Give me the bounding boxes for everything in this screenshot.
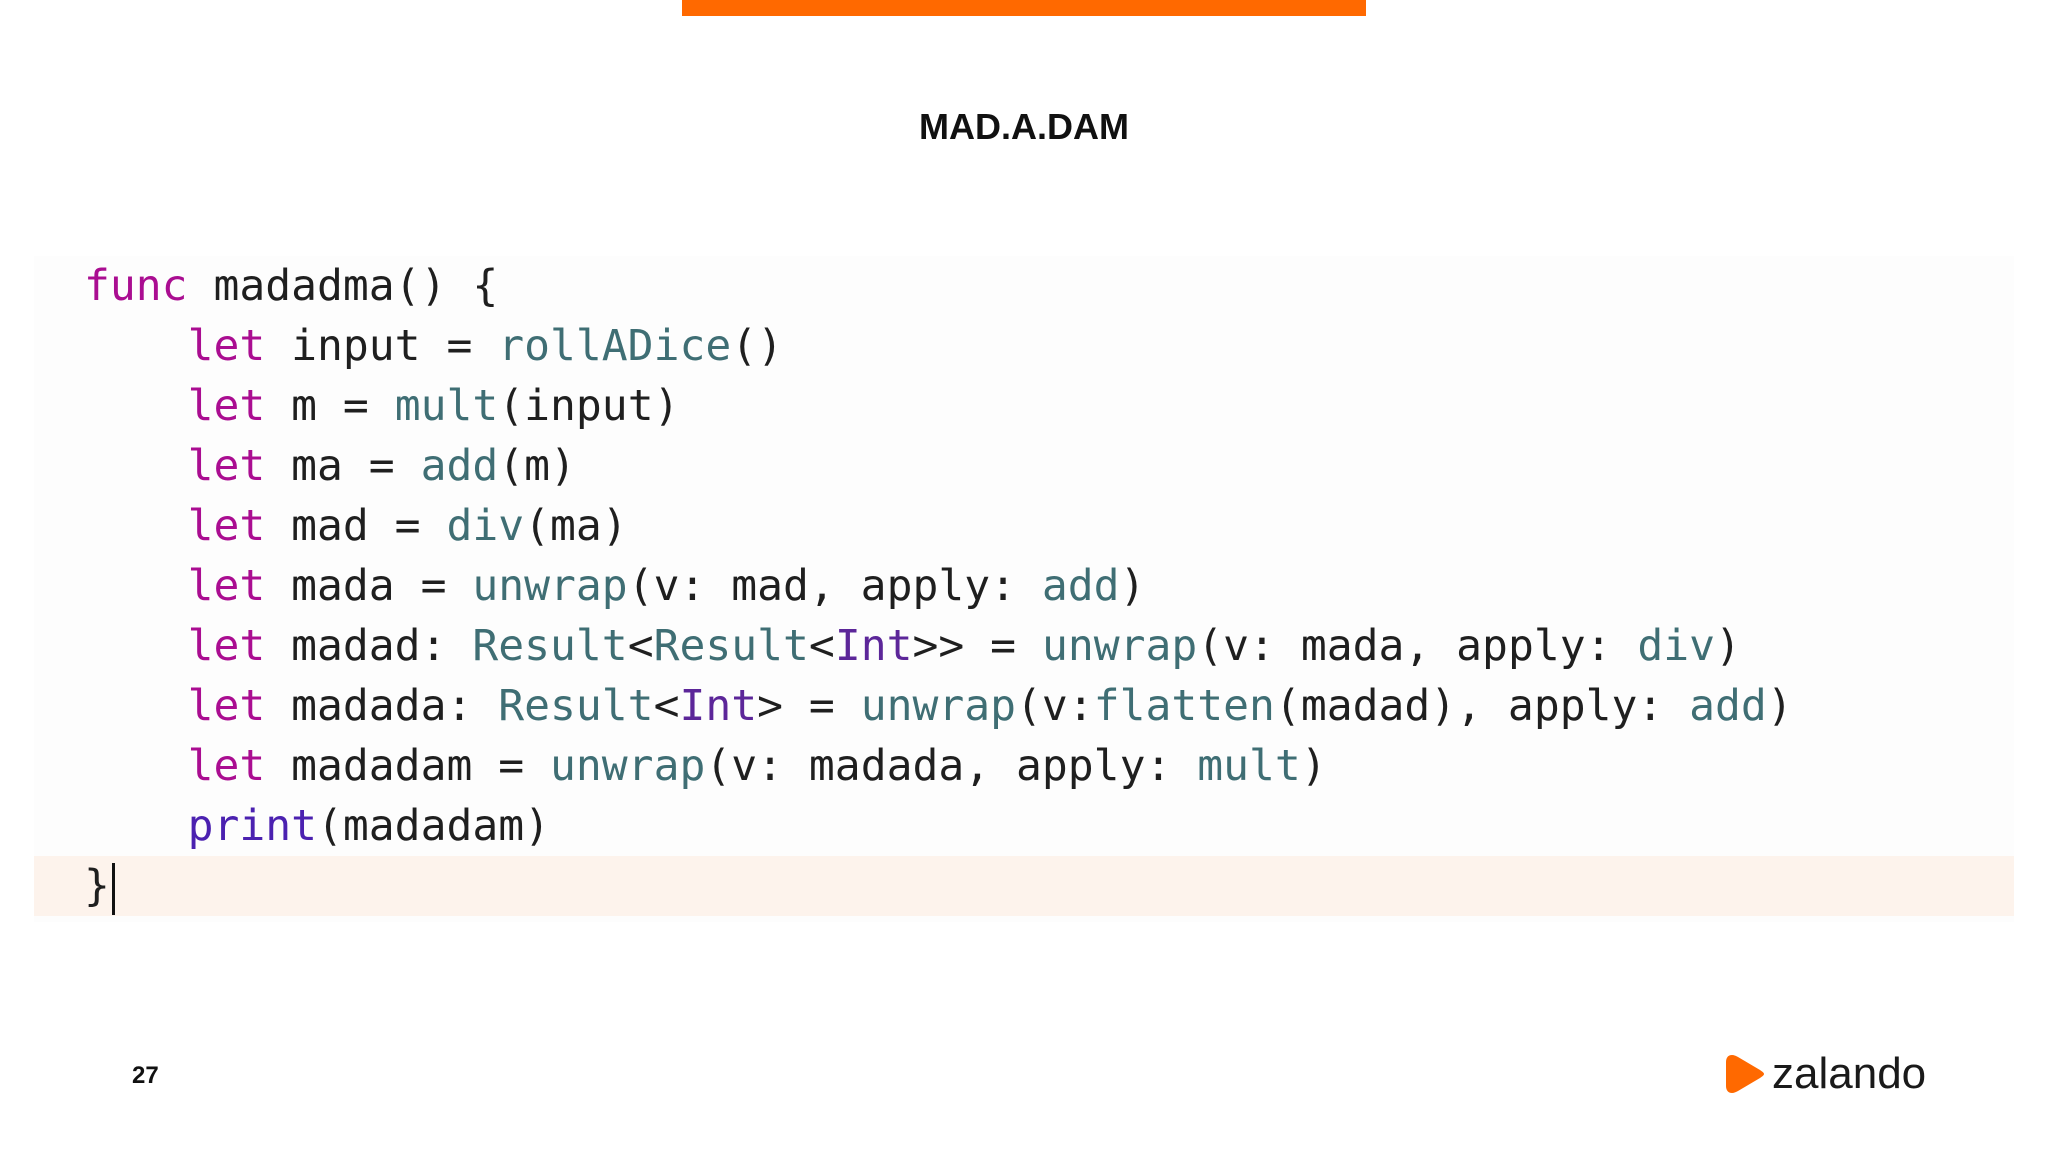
code-token: (v: mad, apply: [627,561,1042,611]
code-token: (v: mada, apply: [1197,621,1638,671]
code-line: let madadam = unwrap(v: madada, apply: m… [34,736,2014,796]
code-token: Result [472,621,628,671]
zalando-logo: zalando [1726,1049,1927,1098]
code-token: ) [1300,741,1327,791]
code-token: div [1637,621,1716,671]
code-token [84,681,188,731]
code-token: add [420,441,499,491]
code-token: unwrap [1041,621,1198,671]
code-line: let madada: Result<Int> = unwrap(v:flatt… [34,676,2014,736]
code-token: mada = [265,561,473,611]
code-token: unwrap [860,681,1017,731]
accent-bar [682,0,1366,16]
code-token: < [653,681,680,731]
code-token: ) [1119,561,1146,611]
code-token [84,801,188,851]
code-token: flatten [1093,681,1275,731]
code-token: mult [1197,741,1301,791]
code-token: } [84,861,110,911]
code-token: Result [653,621,809,671]
code-token: madad: [265,621,473,671]
code-line: let madad: Result<Result<Int>> = unwrap(… [34,616,2014,676]
code-token: Result [498,681,654,731]
code-token: let [187,321,266,371]
code-token: add [1689,681,1767,731]
code-line: print(madadam) [34,796,2014,856]
code-token: mult [394,381,499,431]
code-token: > = [757,681,861,731]
code-token: let [187,741,266,791]
code-token: >> = [912,621,1042,671]
code-token [84,501,188,551]
code-token: (madadam) [317,801,551,851]
code-token: unwrap [472,561,628,611]
code-line: func madadma() { [34,256,2014,316]
code-token: let [187,441,266,491]
code-token: rollADice [498,321,732,371]
code-token: let [187,381,266,431]
slide-title: MAD.A.DAM [919,106,1129,147]
code-token: < [808,621,835,671]
code-token: (v: [1016,681,1094,731]
code-token: (v: madada, apply: [705,741,1198,791]
code-token: func [84,261,188,311]
code-token [84,321,188,371]
code-line: } [34,856,2014,916]
code-line: let ma = add(m) [34,436,2014,496]
code-token: ma = [265,441,421,491]
code-token: div [446,501,525,551]
code-token: unwrap [550,741,706,791]
code-block: func madadma() { let input = rollADice()… [34,256,2014,922]
code-token: madadma() { [187,261,499,311]
code-token [84,741,188,791]
code-token: ) [1766,681,1793,731]
code-line: let mada = unwrap(v: mad, apply: add) [34,556,2014,616]
code-token: add [1041,561,1120,611]
code-token: print [187,801,318,851]
code-token: (m) [498,441,576,491]
code-token: madadam = [265,741,551,791]
brand-name: zalando [1772,1049,1927,1098]
code-token [84,561,188,611]
code-token: madada: [265,681,499,731]
code-line: let input = rollADice() [34,316,2014,376]
code-token: input = [265,321,499,371]
code-token: mad = [265,501,447,551]
code-token: Int [679,681,758,731]
code-token: ) [1715,621,1741,671]
code-token: Int [834,621,913,671]
code-token: let [187,561,266,611]
zalando-logo-icon [1726,1055,1764,1093]
code-token: () [731,321,784,371]
code-token [84,441,188,491]
code-line: let m = mult(input) [34,376,2014,436]
page-number: 27 [132,1062,159,1089]
code-token [84,621,188,671]
code-token: (input) [498,381,680,431]
code-token: < [627,621,654,671]
text-cursor [111,862,115,915]
code-token: m = [265,381,395,431]
code-token: let [187,501,266,551]
code-line: let mad = div(ma) [34,496,2014,556]
code-token: (madad), apply: [1274,681,1690,731]
code-token: let [187,621,266,671]
code-token: let [187,681,266,731]
code-token: (ma) [524,501,628,551]
code-token [84,381,188,431]
